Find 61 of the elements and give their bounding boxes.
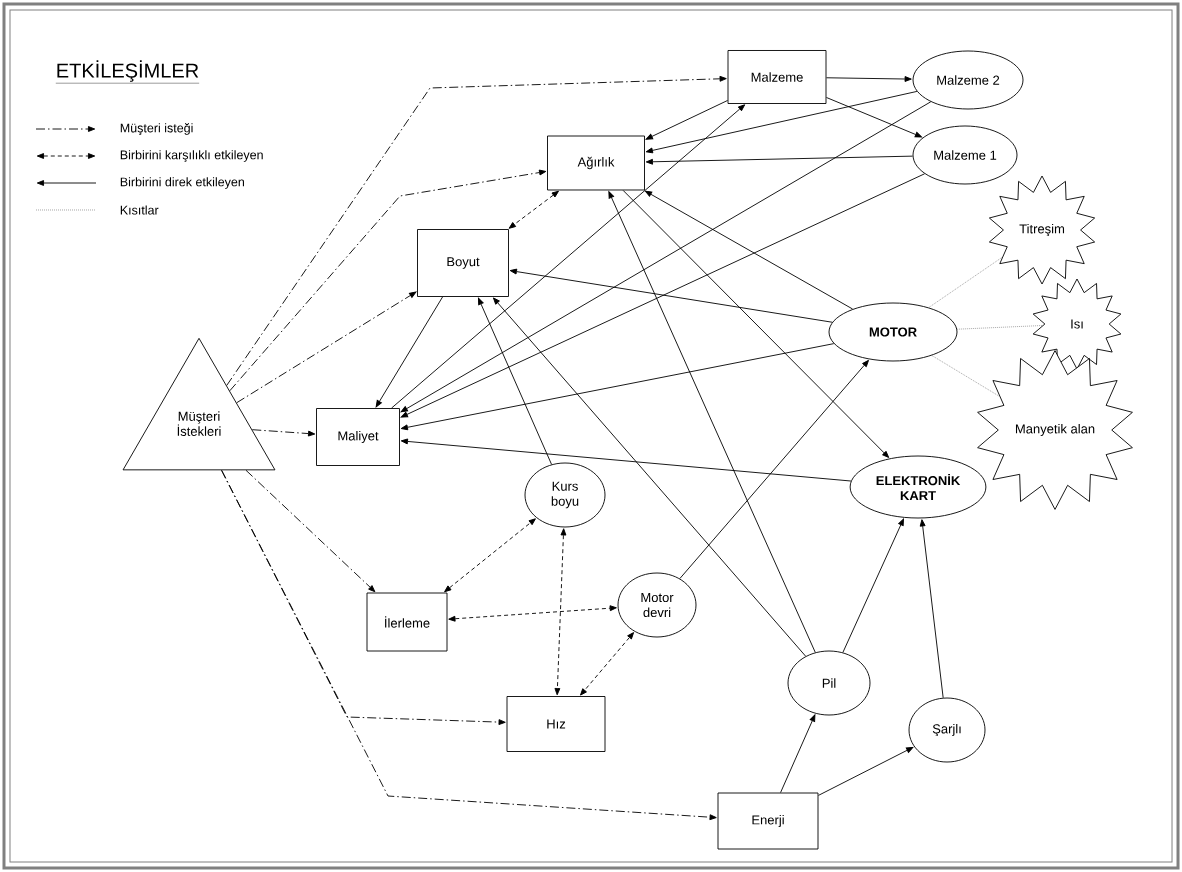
legend-text: Birbirini karşılıklı etkileyen bbox=[120, 150, 263, 162]
process-box: Hız bbox=[506, 696, 606, 752]
arrow bbox=[400, 343, 835, 431]
arrow bbox=[251, 429, 316, 437]
arrow bbox=[400, 438, 852, 482]
arrow bbox=[221, 469, 717, 821]
ellipse-node: Şarjlı bbox=[908, 697, 986, 763]
ellipse-node: Motor devri bbox=[617, 572, 697, 638]
ellipse-node: ELEKTRONİK KART bbox=[849, 455, 987, 519]
arrow bbox=[645, 155, 914, 165]
process-box: İlerleme bbox=[366, 592, 448, 652]
arrow bbox=[842, 518, 904, 653]
arrow bbox=[679, 359, 869, 579]
arrow bbox=[400, 173, 926, 418]
arrow bbox=[554, 528, 567, 696]
arrow bbox=[826, 76, 912, 82]
arrow bbox=[508, 190, 559, 229]
arrow bbox=[818, 746, 914, 796]
arrow bbox=[400, 101, 932, 413]
arrow bbox=[391, 104, 746, 409]
arrow bbox=[245, 469, 376, 593]
legend-text: Birbirini direk etkileyen bbox=[120, 177, 244, 189]
arrow bbox=[826, 97, 923, 138]
arrow bbox=[608, 191, 816, 653]
title: ETKİLEŞİMLER bbox=[55, 60, 200, 84]
constraint-line bbox=[928, 256, 1003, 308]
ellipse-node: MOTOR bbox=[828, 302, 958, 362]
arrow bbox=[644, 190, 854, 310]
arrow bbox=[448, 605, 617, 622]
arrow bbox=[493, 297, 807, 657]
process-box: Malzeme bbox=[727, 50, 827, 104]
triangle-node: Müşteri İstekleri bbox=[122, 337, 276, 471]
arrow bbox=[444, 518, 536, 593]
process-box: Enerji bbox=[717, 792, 819, 850]
process-box: Maliyet bbox=[316, 408, 400, 466]
constraint-line bbox=[956, 325, 1043, 330]
process-box: Ağırlık bbox=[547, 135, 645, 191]
arrow bbox=[226, 75, 727, 386]
starburst-node: Titreşim bbox=[988, 175, 1096, 285]
arrow bbox=[221, 469, 506, 726]
arrow bbox=[229, 169, 547, 392]
arrow bbox=[580, 632, 635, 696]
arrow bbox=[919, 519, 944, 699]
arrow bbox=[622, 190, 890, 458]
arrow bbox=[645, 100, 728, 140]
ellipse-node: Kurs boyu bbox=[524, 462, 606, 528]
ellipse-node: Malzeme 1 bbox=[912, 125, 1018, 185]
arrow bbox=[236, 291, 417, 404]
legend-text: Kısıtlar bbox=[120, 205, 159, 215]
ellipse-node: Malzeme 2 bbox=[912, 50, 1024, 110]
arrow bbox=[375, 296, 443, 408]
constraint-line bbox=[931, 355, 1000, 397]
ellipse-node: Pil bbox=[787, 650, 871, 716]
arrow bbox=[780, 714, 816, 793]
starburst-node: Manyetik alan bbox=[977, 350, 1133, 510]
process-box: Boyut bbox=[417, 229, 509, 297]
starburst-node: Isı bbox=[1032, 278, 1122, 370]
arrow bbox=[509, 268, 833, 323]
arrow bbox=[645, 90, 918, 154]
arrow bbox=[478, 297, 552, 465]
legend-text: Müşteri isteği bbox=[120, 123, 193, 135]
